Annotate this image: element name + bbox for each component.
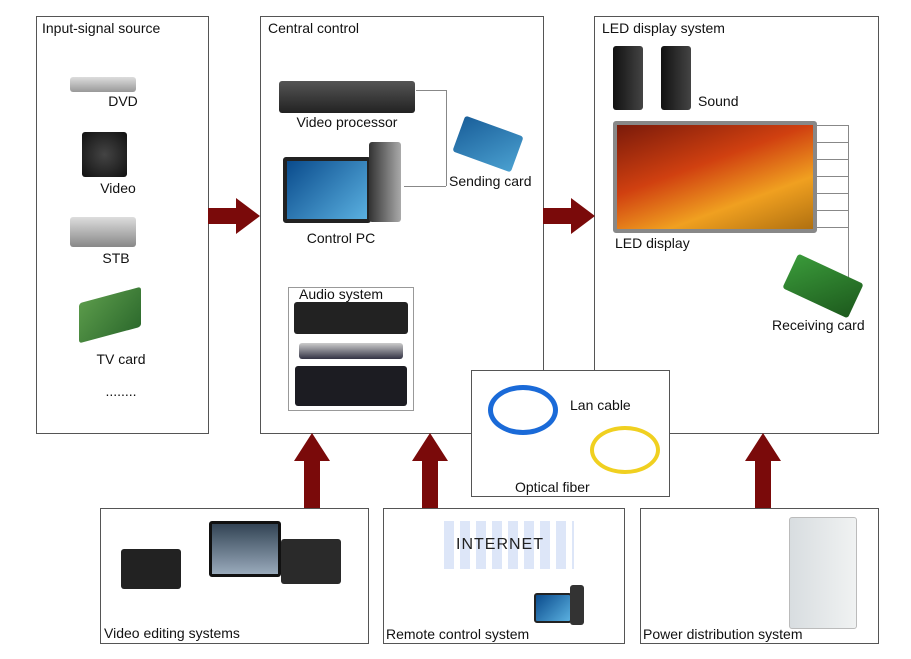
connector-line [817,125,849,126]
optical-fiber-icon [590,426,660,474]
tv-card-label: TV card [96,351,146,367]
panel-title: LED display system [602,20,725,36]
led-display-label: LED display [615,235,690,251]
dvd-label: DVD [108,93,138,109]
lan-cable-label: Lan cable [570,397,631,413]
sound-label: Sound [698,93,739,109]
control-pc-icon [283,157,371,223]
sending-card-icon [452,115,524,173]
panel-title: Input-signal source [42,20,161,36]
video-label: Video [100,180,136,196]
connector-line [848,125,849,280]
monitor-icon [209,521,281,577]
dvd-icon [70,77,136,92]
control-pc-label: Control PC [306,230,376,246]
input-signal-source-panel: Input-signal source DVD Video STB TV car… [36,16,209,434]
pc-tower-icon [570,585,584,625]
audio-system-label: Audio system [299,286,384,302]
stb-icon [70,217,136,247]
camera-icon [121,549,181,589]
video-camera-icon [82,132,127,177]
video-processor-label: Video processor [296,114,398,130]
sending-card-label: Sending card [449,173,532,189]
power-cabinet-icon [789,517,857,629]
internet-logo-bg [444,521,574,569]
audio-system-group: Audio system [288,286,414,411]
power-amp-icon [299,343,403,359]
arrow-up-icon [745,433,781,508]
connector-line [817,210,849,211]
video-processor-icon [279,81,415,113]
cables-panel: Lan cable Optical fiber [471,370,670,497]
arrow-right-icon [208,198,260,234]
speaker-icon [661,46,691,110]
connector-line [446,90,447,186]
computer-icon [534,593,572,623]
receiving-card-label: Receiving card [772,317,865,333]
internet-logo: INTERNET [456,536,544,553]
receiving-card-icon [782,253,864,319]
editing-device-icon [281,539,341,584]
power-distribution-label: Power distribution system [643,626,803,642]
more-label: ........ [105,383,137,399]
optical-fiber-label: Optical fiber [515,479,590,495]
lan-cable-icon [488,385,558,435]
led-display-system-panel: LED display system Sound LED display Rec… [594,16,879,434]
connector-line [817,159,849,160]
speaker-icon [613,46,643,110]
remote-control-label: Remote control system [386,626,530,642]
power-distribution-panel: Power distribution system [640,508,879,644]
video-editing-panel: Video editing systems [100,508,369,644]
connector-line [817,193,849,194]
arrow-right-icon [543,198,595,234]
amplifier-icon [294,302,408,334]
connector-line [404,186,446,187]
arrow-up-icon [294,433,330,508]
panel-title: Central control [268,20,360,36]
stb-label: STB [102,250,130,266]
arrow-up-icon [412,433,448,508]
remote-control-panel: INTERNET Remote control system [383,508,625,644]
tv-card-icon [79,286,141,344]
mixer-icon [295,366,407,406]
led-display-screen [613,121,817,233]
connector-line [416,90,446,91]
video-editing-label: Video editing systems [104,625,240,641]
connector-line [817,227,849,228]
connector-line [817,142,849,143]
central-control-panel: Central control Video processor Control … [260,16,544,434]
connector-line [817,176,849,177]
pc-tower-icon [369,142,401,222]
